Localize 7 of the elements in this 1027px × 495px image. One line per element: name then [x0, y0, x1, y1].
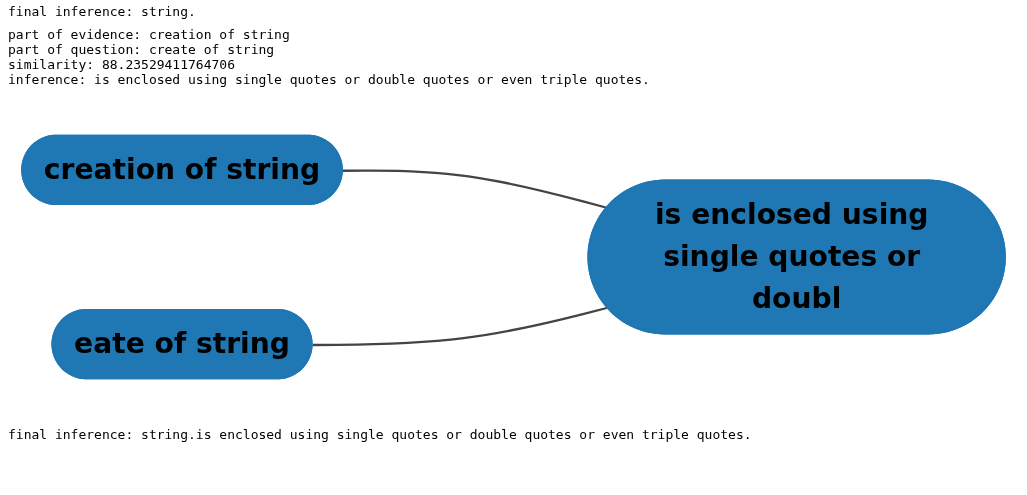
text-line: part of question: create of string — [8, 42, 276, 57]
text-line: similarity: 88.23529411764706 — [8, 57, 236, 72]
connector — [312, 306, 608, 347]
text-line: final inference: string.is enclosed using single quotes or double quotes or even triple quotes. — [8, 427, 753, 442]
text-line: part of evidence: creation of string — [8, 27, 291, 42]
text-line: final inference: string. — [8, 4, 197, 19]
text-line: inference: is enclosed using single quotes or double quotes or even triple quotes. — [8, 72, 651, 87]
